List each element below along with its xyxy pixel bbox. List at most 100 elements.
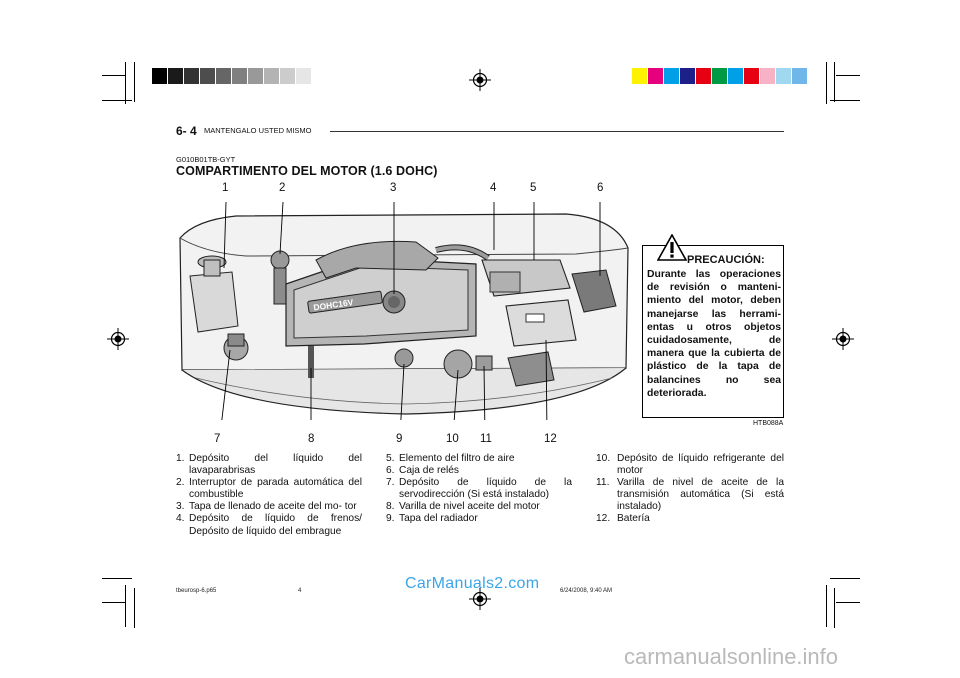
list-item-number: 6. xyxy=(386,465,395,477)
crop-mark xyxy=(834,62,835,102)
figure-code: HTB088A xyxy=(753,420,784,427)
list-item-text: Varilla de nivel de aceite de la transmi… xyxy=(617,477,784,513)
callout-number: 12 xyxy=(544,433,557,445)
registration-mark-icon xyxy=(469,69,491,91)
footer-datetime: 6/24/2008, 9:40 AM xyxy=(560,588,613,594)
color-swatch xyxy=(248,68,263,84)
registration-mark-icon xyxy=(107,328,129,350)
list-item-text: Caja de relés xyxy=(399,465,460,477)
watermark-site[interactable]: carmanualsonline.info xyxy=(624,644,839,669)
list-item: 2. Interruptor de parada automática del c… xyxy=(176,477,362,501)
callout-number: 8 xyxy=(308,433,315,445)
caution-text: Durante las operaciones de revisión o ma… xyxy=(647,269,781,399)
callout-number: 5 xyxy=(530,182,537,194)
registration-mark-icon xyxy=(832,328,854,350)
warning-triangle-icon xyxy=(657,234,687,261)
list-item: 10. Depósito de líquido refrigerante del … xyxy=(596,453,784,477)
caution-title: PRECAUCIÓN: xyxy=(687,254,765,266)
list-item-number: 8. xyxy=(386,501,395,513)
list-item: 6. Caja de relés xyxy=(386,465,572,477)
callout-number: 10 xyxy=(446,433,459,445)
section-title: COMPARTIMENTO DEL MOTOR (1.6 DOHC) xyxy=(176,164,438,178)
list-item-text: Depósito del líquido del lavaparabrisas xyxy=(189,453,362,477)
list-item-number: 4. xyxy=(176,513,185,525)
color-swatch xyxy=(296,68,311,84)
page-number: 6- 4 xyxy=(176,124,197,138)
list-item-number: 11. xyxy=(596,477,610,489)
list-item: 9. Tapa del radiador xyxy=(386,513,572,525)
crop-mark xyxy=(102,578,132,579)
list-item-text: Varilla de nivel aceite del motor xyxy=(399,501,540,513)
list-item-text: Batería xyxy=(617,513,650,525)
color-swatch xyxy=(216,68,231,84)
list-item: 11. Varilla de nivel de aceite de la tran… xyxy=(596,477,784,513)
crop-mark xyxy=(125,62,126,104)
list-item: 1. Depósito del líquido del lavaparabrisa… xyxy=(176,453,362,477)
list-item-number: 10. xyxy=(596,453,611,464)
list-item-number: 2. xyxy=(176,477,185,489)
callout-number: 1 xyxy=(222,182,229,194)
list-item: 7. Depósito de líquido de la servodirecci… xyxy=(386,477,572,501)
callout-number: 6 xyxy=(597,182,604,194)
watermark-link[interactable]: CarManuals2.com xyxy=(405,575,540,592)
color-swatch xyxy=(680,68,695,84)
color-swatch xyxy=(632,68,647,84)
color-swatch xyxy=(232,68,247,84)
engine-compartment-illustration: DOHC16V xyxy=(179,201,629,420)
parts-list-column-3: 10. Depósito de líquido refrigerante del … xyxy=(596,453,784,526)
list-item-number: 5. xyxy=(386,453,395,464)
color-swatch xyxy=(184,68,199,84)
crop-mark xyxy=(102,602,125,603)
color-swatch xyxy=(664,68,679,84)
list-item-number: 12. xyxy=(596,513,611,525)
callout-number: 4 xyxy=(490,182,497,194)
callout-number: 11 xyxy=(480,433,492,445)
crop-mark xyxy=(102,75,125,76)
callout-number: 7 xyxy=(214,433,221,445)
list-item-text: Interruptor de parada automática del com… xyxy=(189,477,362,501)
section-code: G010B01TB-GYT xyxy=(176,155,236,164)
color-swatch xyxy=(760,68,775,84)
chapter-title: MANTENGALO USTED MISMO xyxy=(204,126,312,135)
crop-mark xyxy=(134,62,135,102)
color-swatch xyxy=(792,68,807,84)
list-item-number: 9. xyxy=(386,513,395,525)
footer-page: 4 xyxy=(298,588,302,594)
callout-number: 2 xyxy=(279,182,286,194)
color-swatch xyxy=(152,68,167,84)
crop-mark xyxy=(830,100,860,101)
crop-mark xyxy=(125,585,126,627)
crop-mark xyxy=(830,578,860,579)
list-item-number: 1. xyxy=(176,453,185,464)
color-swatch xyxy=(200,68,215,84)
list-item: 5.Elemento del filtro de aire xyxy=(386,453,572,465)
crop-mark xyxy=(834,588,835,628)
callout-number: 3 xyxy=(390,182,397,194)
crop-mark xyxy=(836,75,860,76)
color-swatch xyxy=(648,68,663,84)
callout-number: 9 xyxy=(396,433,403,445)
list-item-number: 3. xyxy=(176,501,185,513)
list-item: 12. Batería xyxy=(596,513,784,525)
color-swatch xyxy=(776,68,791,84)
crop-mark xyxy=(826,62,827,104)
header-rule xyxy=(330,131,784,132)
list-item: 3. Tapa de llenado de aceite del mo- tor xyxy=(176,501,362,513)
parts-list-column-1: 1. Depósito del líquido del lavaparabrisa… xyxy=(176,453,362,538)
list-item-text: Depósito de líquido refrigerante del mot… xyxy=(617,453,784,477)
crop-mark xyxy=(102,100,132,101)
list-item: 8. Varilla de nivel aceite del motor xyxy=(386,501,572,513)
crop-mark xyxy=(836,602,860,603)
crop-mark xyxy=(134,588,135,628)
list-item-text: Depósito de líquido de frenos/ Depósito … xyxy=(189,513,362,537)
list-item-text: Tapa de llenado de aceite del mo- tor xyxy=(189,501,357,513)
color-swatch xyxy=(264,68,279,84)
color-swatch xyxy=(280,68,295,84)
color-swatch xyxy=(696,68,711,84)
list-item-text: Tapa del radiador xyxy=(399,513,478,525)
color-swatch xyxy=(712,68,727,84)
color-swatch xyxy=(728,68,743,84)
list-item-text: Depósito de líquido de la servodirección… xyxy=(399,477,572,501)
list-item-number: 7. xyxy=(386,477,395,489)
